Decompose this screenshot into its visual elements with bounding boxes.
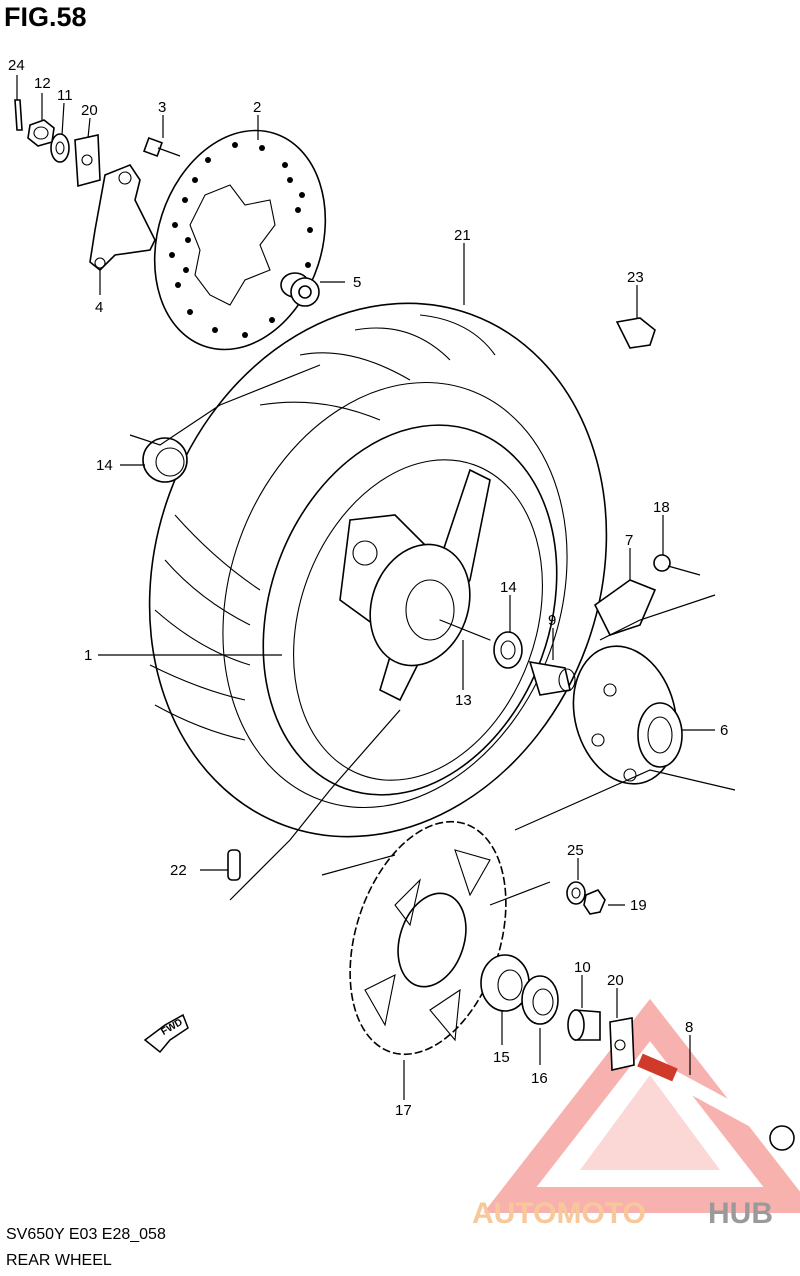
part-label-11: 11	[57, 87, 73, 104]
caliper-bracket	[89, 164, 156, 272]
cush-damper	[593, 579, 657, 636]
part-label-10: 10	[574, 959, 591, 976]
watermark-word-hub: HUB	[708, 1197, 773, 1230]
part-label-1: 1	[84, 647, 92, 664]
part-label-9: 9	[548, 612, 556, 629]
part-label-14: 14	[96, 457, 113, 474]
washer	[50, 133, 70, 163]
chain-adjuster-plate	[74, 134, 101, 188]
brake-disc	[153, 129, 327, 351]
part-label-20: 20	[81, 102, 98, 119]
part-label-4: 4	[95, 299, 103, 316]
part-label-3: 3	[158, 99, 166, 116]
part-label-12: 12	[34, 75, 51, 92]
part-label-17: 17	[395, 1102, 412, 1119]
figure-caption: REAR WHEEL	[6, 1252, 112, 1269]
rear-bearing-right	[493, 631, 523, 669]
part-number-labels: 24 12 11 20 3 2 4 5 21 23 14 18 7 14 9 1…	[8, 57, 728, 1119]
oil-seal	[521, 975, 559, 1025]
part-label-7: 7	[625, 532, 633, 549]
rear-axle	[637, 1053, 795, 1151]
brake-hose-clip	[615, 317, 656, 349]
axle-nut	[27, 119, 55, 147]
disc-bolt	[143, 137, 181, 157]
part-label-5: 5	[353, 274, 361, 291]
figure-code: SV650Y E03 E28_058	[6, 1226, 166, 1243]
sprocket-mounting-drum	[572, 645, 683, 785]
part-label-14b: 14	[500, 579, 517, 596]
watermark-text: AUTOMOTO HUB	[472, 1197, 773, 1230]
sprocket-washer	[566, 881, 586, 905]
part-label-22: 22	[170, 862, 187, 879]
cotter-pin	[14, 99, 23, 131]
leader-lines	[16, 75, 736, 1100]
part-label-25: 25	[567, 842, 584, 859]
part-label-19: 19	[630, 897, 647, 914]
rear-bearing-left	[142, 437, 188, 483]
axle-spacer-left	[567, 1009, 601, 1041]
part-label-23: 23	[627, 269, 644, 286]
wheel-rim	[262, 424, 558, 796]
chain-adjuster-plate-left	[609, 1017, 635, 1071]
watermark-word-automoto: AUTOMOTO	[472, 1197, 646, 1230]
part-label-16: 16	[531, 1070, 548, 1087]
part-label-20b: 20	[607, 972, 624, 989]
part-label-24: 24	[8, 57, 25, 74]
fwd-direction-arrow: FWD	[143, 1013, 189, 1054]
part-label-18: 18	[653, 499, 670, 516]
part-label-6: 6	[720, 722, 728, 739]
wheel-spacer	[439, 619, 491, 641]
figure-title: FIG.58	[4, 2, 87, 32]
part-label-2: 2	[253, 99, 261, 116]
sprocket-mounting-bolt	[653, 554, 701, 576]
part-label-8: 8	[685, 1019, 693, 1036]
part-label-21: 21	[454, 227, 471, 244]
hub-spacer	[528, 660, 576, 696]
part-label-13: 13	[455, 692, 472, 709]
disc-collar	[280, 272, 320, 307]
part-label-15: 15	[493, 1049, 510, 1066]
sprocket-nut	[583, 889, 606, 915]
tire-valve	[227, 849, 241, 881]
